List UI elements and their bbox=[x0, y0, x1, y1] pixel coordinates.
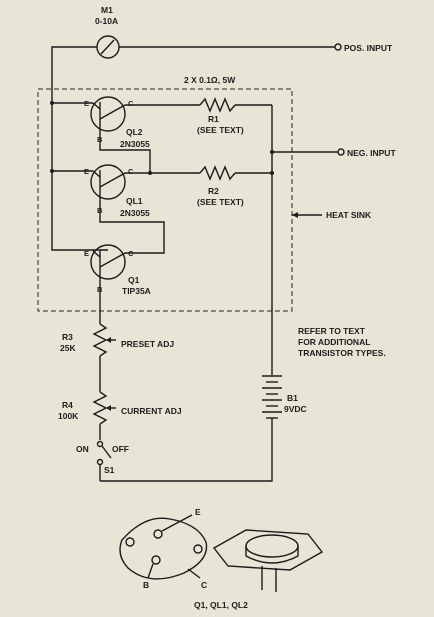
r2-note: (SEE TEXT) bbox=[197, 197, 244, 207]
ql2-transistor-symbol bbox=[90, 96, 126, 132]
r1-ref: R1 bbox=[208, 114, 219, 124]
pkg-c-label: C bbox=[201, 580, 207, 590]
ql1-base-to-q1-wire bbox=[99, 206, 165, 254]
heat-sink-arrow bbox=[292, 212, 298, 218]
battery-value: 9VDC bbox=[284, 404, 307, 414]
ql2-ref: QL2 bbox=[126, 127, 143, 137]
refer-note-line-3: TRANSISTOR TYPES. bbox=[298, 348, 386, 358]
r3-label: PRESET ADJ bbox=[121, 339, 174, 349]
ql2-part: 2N3055 bbox=[120, 139, 150, 149]
refer-note-line-2: FOR ADDITIONAL bbox=[298, 337, 370, 347]
switch-off-label: OFF bbox=[112, 444, 129, 454]
r4-wiper-arrow bbox=[106, 405, 111, 411]
ql1-emitter-lead bbox=[92, 170, 101, 178]
pos-input-label: POS. INPUT bbox=[344, 43, 393, 53]
ql1-c-label: C bbox=[128, 167, 134, 176]
package-can-top bbox=[245, 534, 299, 558]
b-leader bbox=[147, 563, 154, 579]
meter-range: 0-10A bbox=[95, 16, 118, 26]
r2-resistor bbox=[199, 165, 236, 181]
r4-ref: R4 bbox=[62, 400, 73, 410]
switch-on-label: ON bbox=[76, 444, 89, 454]
r2-ref: R2 bbox=[208, 186, 219, 196]
neg-input-terminal[interactable] bbox=[337, 148, 345, 156]
junction-dot bbox=[270, 171, 274, 175]
r3-potentiometer bbox=[92, 323, 108, 357]
q1-transistor-symbol bbox=[90, 244, 126, 280]
r4-value: 100K bbox=[58, 411, 79, 421]
switch-ref: S1 bbox=[104, 465, 115, 475]
q1-collector-lead bbox=[99, 252, 126, 268]
ql2-collector-lead bbox=[99, 104, 126, 120]
mounting-hole-right bbox=[193, 544, 203, 554]
q1-ref: Q1 bbox=[128, 275, 140, 285]
battery-ref: B1 bbox=[287, 393, 298, 403]
heat-sink-outline bbox=[37, 88, 293, 312]
pkg-b-label: B bbox=[143, 580, 149, 590]
ql2-emitter-lead bbox=[92, 102, 101, 110]
base-pin bbox=[151, 555, 161, 565]
neg-input-label: NEG. INPUT bbox=[347, 148, 396, 158]
r3-value: 25K bbox=[60, 343, 76, 353]
r4-potentiometer bbox=[92, 391, 108, 425]
junction-dot bbox=[270, 150, 274, 154]
to3-package-perspective bbox=[212, 529, 324, 571]
q1-part: TIP35A bbox=[122, 286, 151, 296]
q1-c-label: C bbox=[128, 249, 134, 258]
refer-note-line-1: REFER TO TEXT bbox=[298, 326, 366, 336]
heat-sink-label: HEAT SINK bbox=[326, 210, 372, 220]
junction-dot bbox=[50, 169, 54, 173]
mounting-hole-left bbox=[125, 537, 135, 547]
q1-b-label: B bbox=[97, 285, 103, 294]
s1-contact-top bbox=[96, 440, 104, 448]
pos-input-terminal[interactable] bbox=[334, 43, 342, 51]
wire-return bbox=[100, 440, 273, 482]
ql2-c-label: C bbox=[128, 99, 134, 108]
wire-emitter-bus bbox=[51, 46, 108, 251]
s1-toggle[interactable] bbox=[101, 445, 112, 459]
r4-label: CURRENT ADJ bbox=[121, 406, 182, 416]
ql1-part: 2N3055 bbox=[120, 208, 150, 218]
e-leader bbox=[161, 514, 193, 532]
ql1-ref: QL1 bbox=[126, 196, 143, 206]
ql2-e-label: E bbox=[84, 99, 89, 108]
r1-note: (SEE TEXT) bbox=[197, 125, 244, 135]
ammeter-needle bbox=[100, 39, 115, 55]
r3-wiper-arrow bbox=[106, 337, 111, 343]
c-leader bbox=[187, 568, 201, 579]
meter-ref: M1 bbox=[101, 5, 113, 15]
s1-contact-bottom bbox=[96, 458, 104, 466]
ql1-e-label: E bbox=[84, 167, 89, 176]
package-can-side bbox=[245, 546, 299, 564]
package-caption: Q1, QL1, QL2 bbox=[194, 600, 248, 610]
to3-package-outline bbox=[119, 517, 208, 580]
r3-ref: R3 bbox=[62, 332, 73, 342]
q1-e-label: E bbox=[84, 249, 89, 258]
emitter-pin bbox=[153, 529, 163, 539]
ql1-transistor-symbol bbox=[90, 164, 126, 200]
junction-dot bbox=[148, 171, 152, 175]
pkg-e-label: E bbox=[195, 507, 201, 517]
resistor-rating: 2 X 0.1Ω, 5W bbox=[184, 75, 236, 85]
r1-resistor bbox=[199, 97, 236, 113]
q1-emitter-lead bbox=[92, 250, 101, 258]
junction-dot bbox=[50, 101, 54, 105]
ql1-collector-lead bbox=[99, 172, 126, 188]
ql2-base-to-ql1-wire bbox=[99, 136, 151, 173]
